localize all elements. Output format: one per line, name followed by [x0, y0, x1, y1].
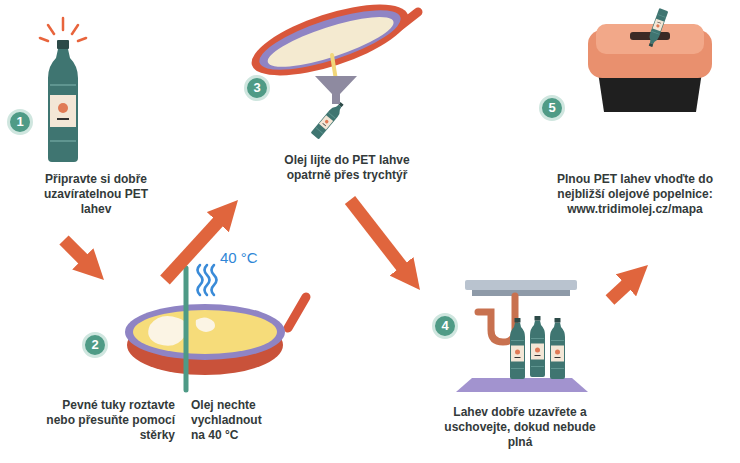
- temperature-label: 40 °C: [220, 249, 258, 266]
- step-group: 5Plnou PET lahev vhoďte do nejbližší ole…: [535, 8, 732, 265]
- bottle-figure: [40, 18, 86, 162]
- step-text: Připravte si dobře uzavíratelnou PET lah…: [34, 172, 158, 217]
- pouring-figure: [244, 0, 418, 139]
- step-text: Lahev dobře uzavřete a uschovejte, dokud…: [440, 405, 600, 450]
- step-group: 4Lahev dobře uzavřete a uschovejte, doku…: [420, 270, 610, 455]
- step-number: 5: [539, 95, 565, 121]
- pan-figure: [125, 265, 306, 390]
- flow-arrow: [610, 279, 633, 300]
- sink-figure: [456, 280, 588, 392]
- step-text: Plnou PET lahev vhoďte do nejbližší olej…: [540, 172, 730, 217]
- flow-arrow: [165, 215, 225, 280]
- step-number: 3: [244, 75, 270, 101]
- step-group: 2Pevné tuky roztavte nebo přesuňte pomoc…: [30, 280, 312, 452]
- flow-arrow: [64, 240, 90, 266]
- step-text: Olej nechte vychladnout na 40 °C: [191, 398, 275, 443]
- step-text: Olej lijte do PET lahve opatrně přes try…: [262, 153, 432, 183]
- flow-arrow: [350, 200, 408, 274]
- step-number: 1: [7, 109, 33, 135]
- step-number: 2: [82, 332, 108, 358]
- step-text: Pevné tuky roztavte nebo přesuňte pomocí…: [32, 398, 175, 443]
- step-group: 1Připravte si dobře uzavíratelnou PET la…: [10, 28, 160, 240]
- bin-figure: [588, 8, 712, 112]
- step-number: 4: [432, 313, 458, 339]
- step-group: 3Olej lijte do PET lahve opatrně přes tr…: [228, 8, 440, 200]
